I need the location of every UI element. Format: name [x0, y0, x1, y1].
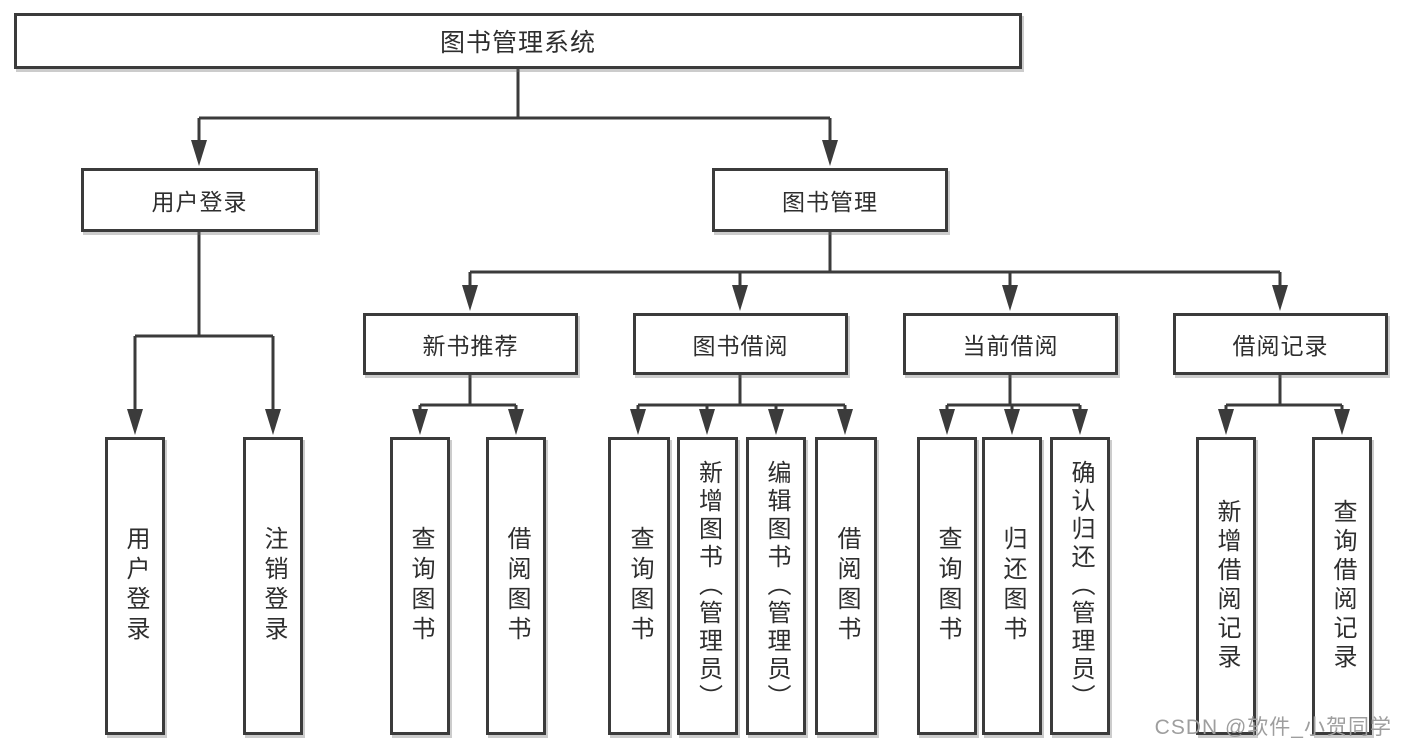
leaf-label: 新增借阅记录 [1213, 499, 1240, 673]
node-library-management-system: 图书管理系统 [14, 13, 1022, 69]
node-book-borrow: 图书借阅 [633, 313, 848, 375]
leaf-label: 借阅图书 [503, 526, 530, 646]
leaf-label: 借阅图书 [833, 526, 860, 646]
leaf-label: 用户登录 [122, 526, 149, 646]
leaf-label: 新增图书（管理员） [694, 460, 722, 712]
leaf-query-books-borrow: 查询图书 [608, 437, 670, 735]
leaf-add-book-admin: 新增图书（管理员） [677, 437, 738, 735]
leaf-label: 确认归还（管理员） [1067, 460, 1094, 712]
leaf-label: 查询图书 [934, 526, 961, 646]
leaf-confirm-return-admin: 确认归还（管理员） [1050, 437, 1110, 735]
csdn-watermark: CSDN @软件_小贺同学 [1154, 716, 1392, 739]
node-new-book-recommend: 新书推荐 [363, 313, 578, 375]
leaf-return-book: 归还图书 [982, 437, 1042, 735]
leaf-query-borrow-record: 查询借阅记录 [1312, 437, 1372, 735]
leaf-query-books-current: 查询图书 [917, 437, 977, 735]
leaf-borrow-books-recommend: 借阅图书 [486, 437, 546, 735]
leaf-edit-book-admin: 编辑图书（管理员） [746, 437, 806, 735]
leaf-label: 查询借阅记录 [1329, 499, 1356, 673]
node-book-management: 图书管理 [712, 168, 948, 232]
node-user-login: 用户登录 [81, 168, 318, 232]
leaf-label: 查询图书 [626, 526, 653, 646]
leaf-label: 归还图书 [999, 526, 1026, 646]
node-borrow-records: 借阅记录 [1173, 313, 1388, 375]
leaf-label: 注销登录 [260, 526, 287, 646]
leaf-add-borrow-record: 新增借阅记录 [1196, 437, 1256, 735]
node-current-borrow: 当前借阅 [903, 313, 1118, 375]
leaf-user-login: 用户登录 [105, 437, 165, 735]
leaf-borrow-books: 借阅图书 [815, 437, 877, 735]
leaf-logout-login: 注销登录 [243, 437, 303, 735]
leaf-label: 查询图书 [407, 526, 434, 646]
leaf-query-books-recommend: 查询图书 [390, 437, 450, 735]
leaf-label: 编辑图书（管理员） [763, 460, 790, 712]
